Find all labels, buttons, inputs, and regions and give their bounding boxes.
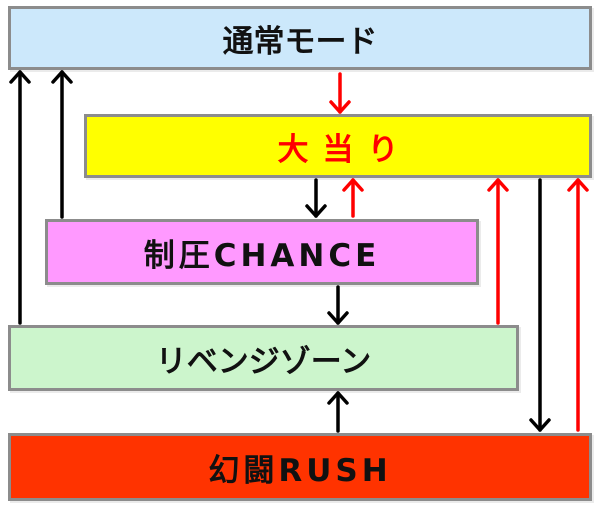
- arrow-jackpot-to-chance: [305, 178, 327, 218]
- arrow-normal-to-jackpot: [329, 72, 351, 114]
- arrow-jackpot-to-rush: [529, 178, 551, 432]
- arrow-rush-to-revenge: [327, 391, 349, 433]
- arrow-revenge-to-jackpot: [487, 178, 509, 325]
- arrow-revenge-to-normal: [9, 70, 31, 325]
- node-chance: 制圧CHANCE: [45, 219, 479, 285]
- node-rush: 幻闘RUSH: [8, 433, 592, 501]
- node-rush-label: 幻闘RUSH: [208, 452, 392, 489]
- node-revenge-zone: リベンジゾーン: [8, 325, 519, 391]
- node-jackpot: 大当り: [84, 114, 592, 178]
- arrow-chance-to-normal: [51, 70, 73, 219]
- node-chance-label: 制圧CHANCE: [143, 237, 381, 274]
- node-revenge-zone-label: リベンジゾーン: [155, 343, 372, 380]
- node-normal-mode-label: 通常モード: [222, 23, 378, 60]
- node-jackpot-label: 大当り: [277, 131, 413, 168]
- arrow-chance-to-revenge: [327, 285, 349, 325]
- arrow-chance-to-jackpot: [342, 178, 364, 218]
- node-normal-mode: 通常モード: [8, 6, 592, 70]
- arrow-rush-to-jackpot: [567, 178, 589, 432]
